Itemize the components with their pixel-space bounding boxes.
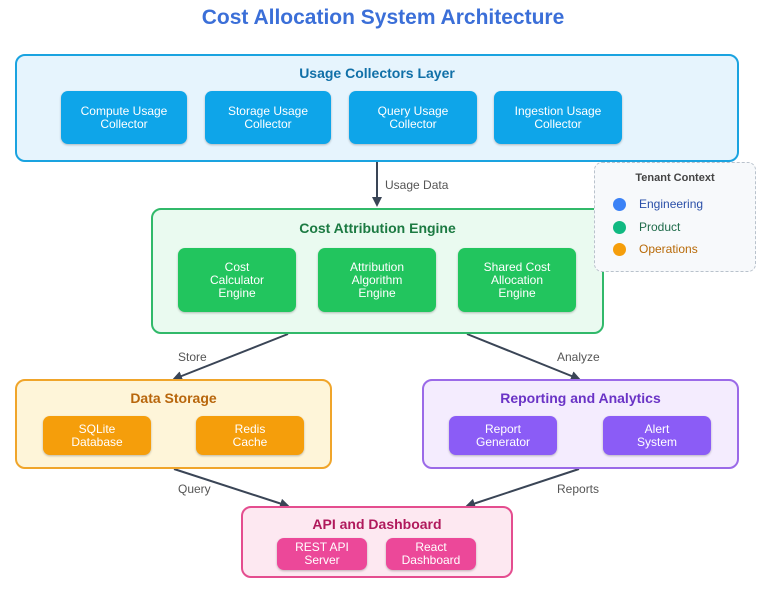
compute-usage-collector[interactable]: Compute Usage Collector <box>61 91 187 144</box>
sqlite-database[interactable]: SQLite Database <box>43 416 151 455</box>
legend-item-product: Product <box>613 219 680 235</box>
arrow-engine-to-storage <box>172 333 289 381</box>
arrow-engine-to-reporting <box>466 333 581 381</box>
component-label: Database <box>71 434 123 449</box>
edge-label-store: Store <box>178 350 207 364</box>
legend-label: Product <box>639 220 681 234</box>
rest-api-server[interactable]: REST API Server <box>277 538 367 570</box>
reporting-analytics-title: Reporting and Analytics <box>500 390 661 406</box>
edge-label-usage-data: Usage Data <box>385 178 449 192</box>
operations-dot-icon <box>613 242 626 256</box>
component-label: Generator <box>475 434 531 449</box>
legend-item-operations: Operations <box>613 241 698 257</box>
component-label: Query Usage <box>377 103 449 118</box>
tenant-context-legend: Tenant Context Engineering Product Opera… <box>594 162 756 272</box>
edge-label-analyze: Analyze <box>557 350 600 364</box>
react-dashboard[interactable]: React Dashboard <box>386 538 476 570</box>
component-label: REST API <box>295 540 349 554</box>
component-label: Allocation <box>490 272 544 287</box>
component-label: Collector <box>534 116 582 131</box>
component-label: Server <box>304 553 340 567</box>
component-label: Cost <box>224 259 250 274</box>
component-label: SQLite <box>78 421 116 436</box>
component-label: Algorithm <box>351 272 403 287</box>
component-label: Collector <box>389 116 437 131</box>
legend-item-engineering: Engineering <box>613 196 703 212</box>
ingestion-usage-collector[interactable]: Ingestion Usage Collector <box>494 91 622 144</box>
engineering-dot-icon <box>613 197 626 211</box>
component-label: Shared Cost <box>483 259 551 274</box>
component-label: Attribution <box>349 259 405 274</box>
product-dot-icon <box>613 220 626 234</box>
api-dashboard-title: API and Dashboard <box>312 516 442 532</box>
cost-attribution-engine-title: Cost Attribution Engine <box>299 220 456 236</box>
component-label: Alert <box>644 421 670 436</box>
component-label: Cache <box>232 434 268 449</box>
alert-system[interactable]: Alert System <box>603 416 711 455</box>
cost-calculator-engine[interactable]: Cost Calculator Engine <box>178 248 296 312</box>
arrow-reporting-to-api <box>465 468 580 509</box>
component-label: Redis <box>234 421 266 436</box>
data-storage-title: Data Storage <box>130 390 217 406</box>
legend-title: Tenant Context <box>635 172 715 184</box>
component-label: Engine <box>218 285 256 300</box>
component-label: Compute Usage <box>80 103 168 118</box>
attribution-algorithm-engine[interactable]: Attribution Algorithm Engine <box>318 248 436 312</box>
component-label: Collector <box>244 116 292 131</box>
component-label: Calculator <box>209 272 265 287</box>
edge-label-reports: Reports <box>557 482 600 496</box>
component-label: Collector <box>100 116 148 131</box>
edge-label-query: Query <box>178 482 211 496</box>
query-usage-collector[interactable]: Query Usage Collector <box>349 91 477 144</box>
usage-collectors-layer-title: Usage Collectors Layer <box>299 65 455 81</box>
component-label: Ingestion Usage <box>514 103 602 118</box>
arrow-storage-to-api <box>173 468 290 509</box>
component-label: Storage Usage <box>227 103 309 118</box>
component-label: Report <box>484 421 522 436</box>
component-label: System <box>636 434 677 449</box>
component-label: Dashboard <box>401 553 461 567</box>
storage-usage-collector[interactable]: Storage Usage Collector <box>205 91 331 144</box>
legend-label: Operations <box>639 242 698 256</box>
diagram-title: Cost Allocation System Architecture <box>201 6 565 29</box>
redis-cache[interactable]: Redis Cache <box>196 416 304 455</box>
component-label: React <box>415 540 447 554</box>
component-label: Engine <box>358 285 396 300</box>
report-generator[interactable]: Report Generator <box>449 416 557 455</box>
shared-cost-allocation-engine[interactable]: Shared Cost Allocation Engine <box>458 248 576 312</box>
legend-label: Engineering <box>639 197 704 211</box>
component-label: Engine <box>498 285 536 300</box>
